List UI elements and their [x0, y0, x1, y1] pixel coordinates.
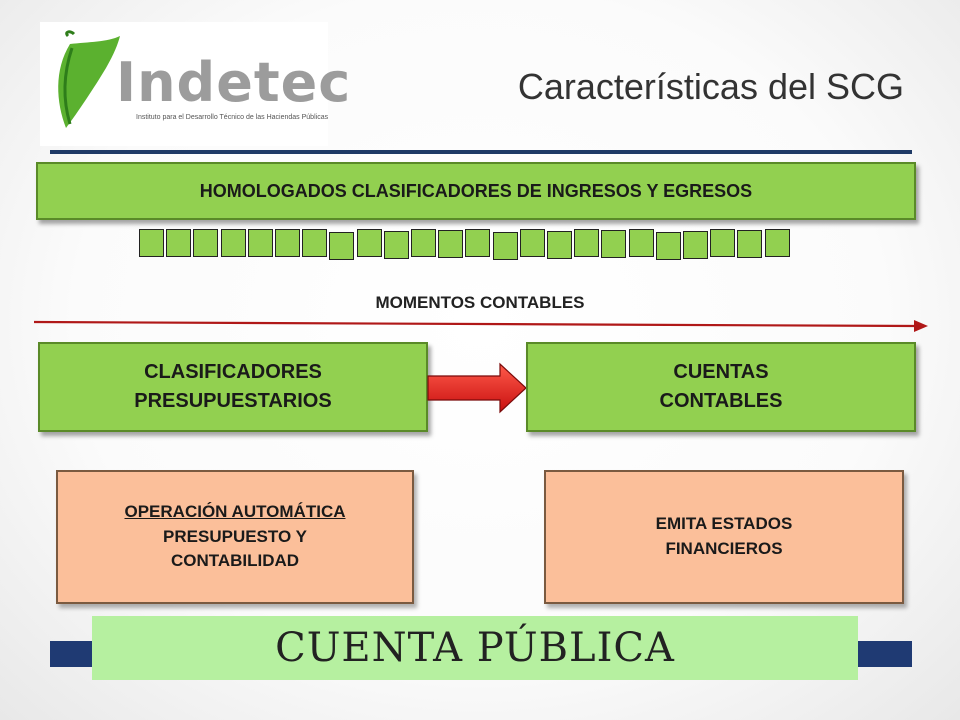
indetec-logo: Indetec Instituto para el Desarrollo Téc… [40, 22, 350, 146]
classifier-cell [710, 229, 736, 257]
classifier-cell [356, 229, 382, 257]
classifier-cell [737, 230, 763, 258]
classifier-cell [193, 229, 219, 257]
logo-wordmark: Indetec [116, 51, 352, 114]
accounting-accounts-line1: CUENTAS [673, 361, 769, 383]
homologated-classifiers-box: HOMOLOGADOS CLASIFICADORES DE INGRESOS Y… [36, 162, 916, 220]
classifier-cell [683, 231, 708, 259]
top-divider [50, 150, 912, 154]
financial-statements-box: EMITA ESTADOS FINANCIEROS [544, 470, 904, 604]
classifier-cell [247, 229, 273, 257]
financial-statements-line2: FINANCIEROS [665, 539, 783, 558]
right-arrow-icon [427, 362, 527, 414]
footer-bar-right [856, 641, 912, 667]
public-account-banner: CUENTA PÚBLICA [92, 616, 858, 680]
classifier-cell [438, 230, 464, 258]
classifier-cell [764, 229, 790, 257]
timeline-arrow-icon [33, 320, 928, 332]
classifier-cell [275, 229, 300, 257]
classifier-cell [547, 231, 572, 259]
public-account-text: CUENTA PÚBLICA [275, 625, 675, 671]
footer-bar-left [50, 641, 96, 667]
classifier-cell [655, 232, 681, 260]
automatic-operation-line2: PRESUPUESTO Y [163, 526, 307, 546]
homologated-classifiers-text: HOMOLOGADOS CLASIFICADORES DE INGRESOS Y… [199, 180, 753, 201]
budget-classifiers-line2: PRESUPUESTARIOS [134, 390, 332, 412]
classifier-cell [166, 229, 192, 257]
classifier-cell [465, 229, 491, 257]
accounting-moments-label: MOMENTOS CONTABLES [375, 293, 585, 312]
logo-tagline: Instituto para el Desarrollo Técnico de … [136, 114, 329, 121]
automatic-operation-line1: OPERACIÓN AUTOMÁTICA [124, 502, 346, 522]
automatic-operation-line3: CONTABILIDAD [170, 551, 300, 571]
budget-classifiers-box: CLASIFICADORES PRESUPUESTARIOS [38, 342, 428, 432]
leaf-icon [58, 30, 120, 128]
classifier-cell [519, 229, 545, 257]
accounting-accounts-line2: CONTABLES [659, 390, 783, 412]
classifier-cell [329, 232, 355, 260]
budget-classifiers-line1: CLASIFICADORES [144, 361, 322, 383]
classifier-cell [628, 229, 654, 257]
classifier-cell [139, 229, 164, 257]
financial-statements-line1: EMITA ESTADOS [655, 514, 793, 534]
classifier-cell [411, 229, 436, 257]
classifier-cell [383, 231, 409, 259]
classifier-cell [574, 229, 600, 257]
classifier-cell [220, 229, 246, 257]
classifier-cell [302, 229, 328, 257]
classifier-cell [601, 230, 627, 258]
classifier-cell [492, 232, 518, 260]
automatic-operation-box: OPERACIÓN AUTOMÁTICA PRESUPUESTO Y CONTA… [56, 470, 414, 604]
accounting-accounts-box: CUENTAS CONTABLES [526, 342, 916, 432]
slide-title: Características del SCG [517, 66, 904, 107]
